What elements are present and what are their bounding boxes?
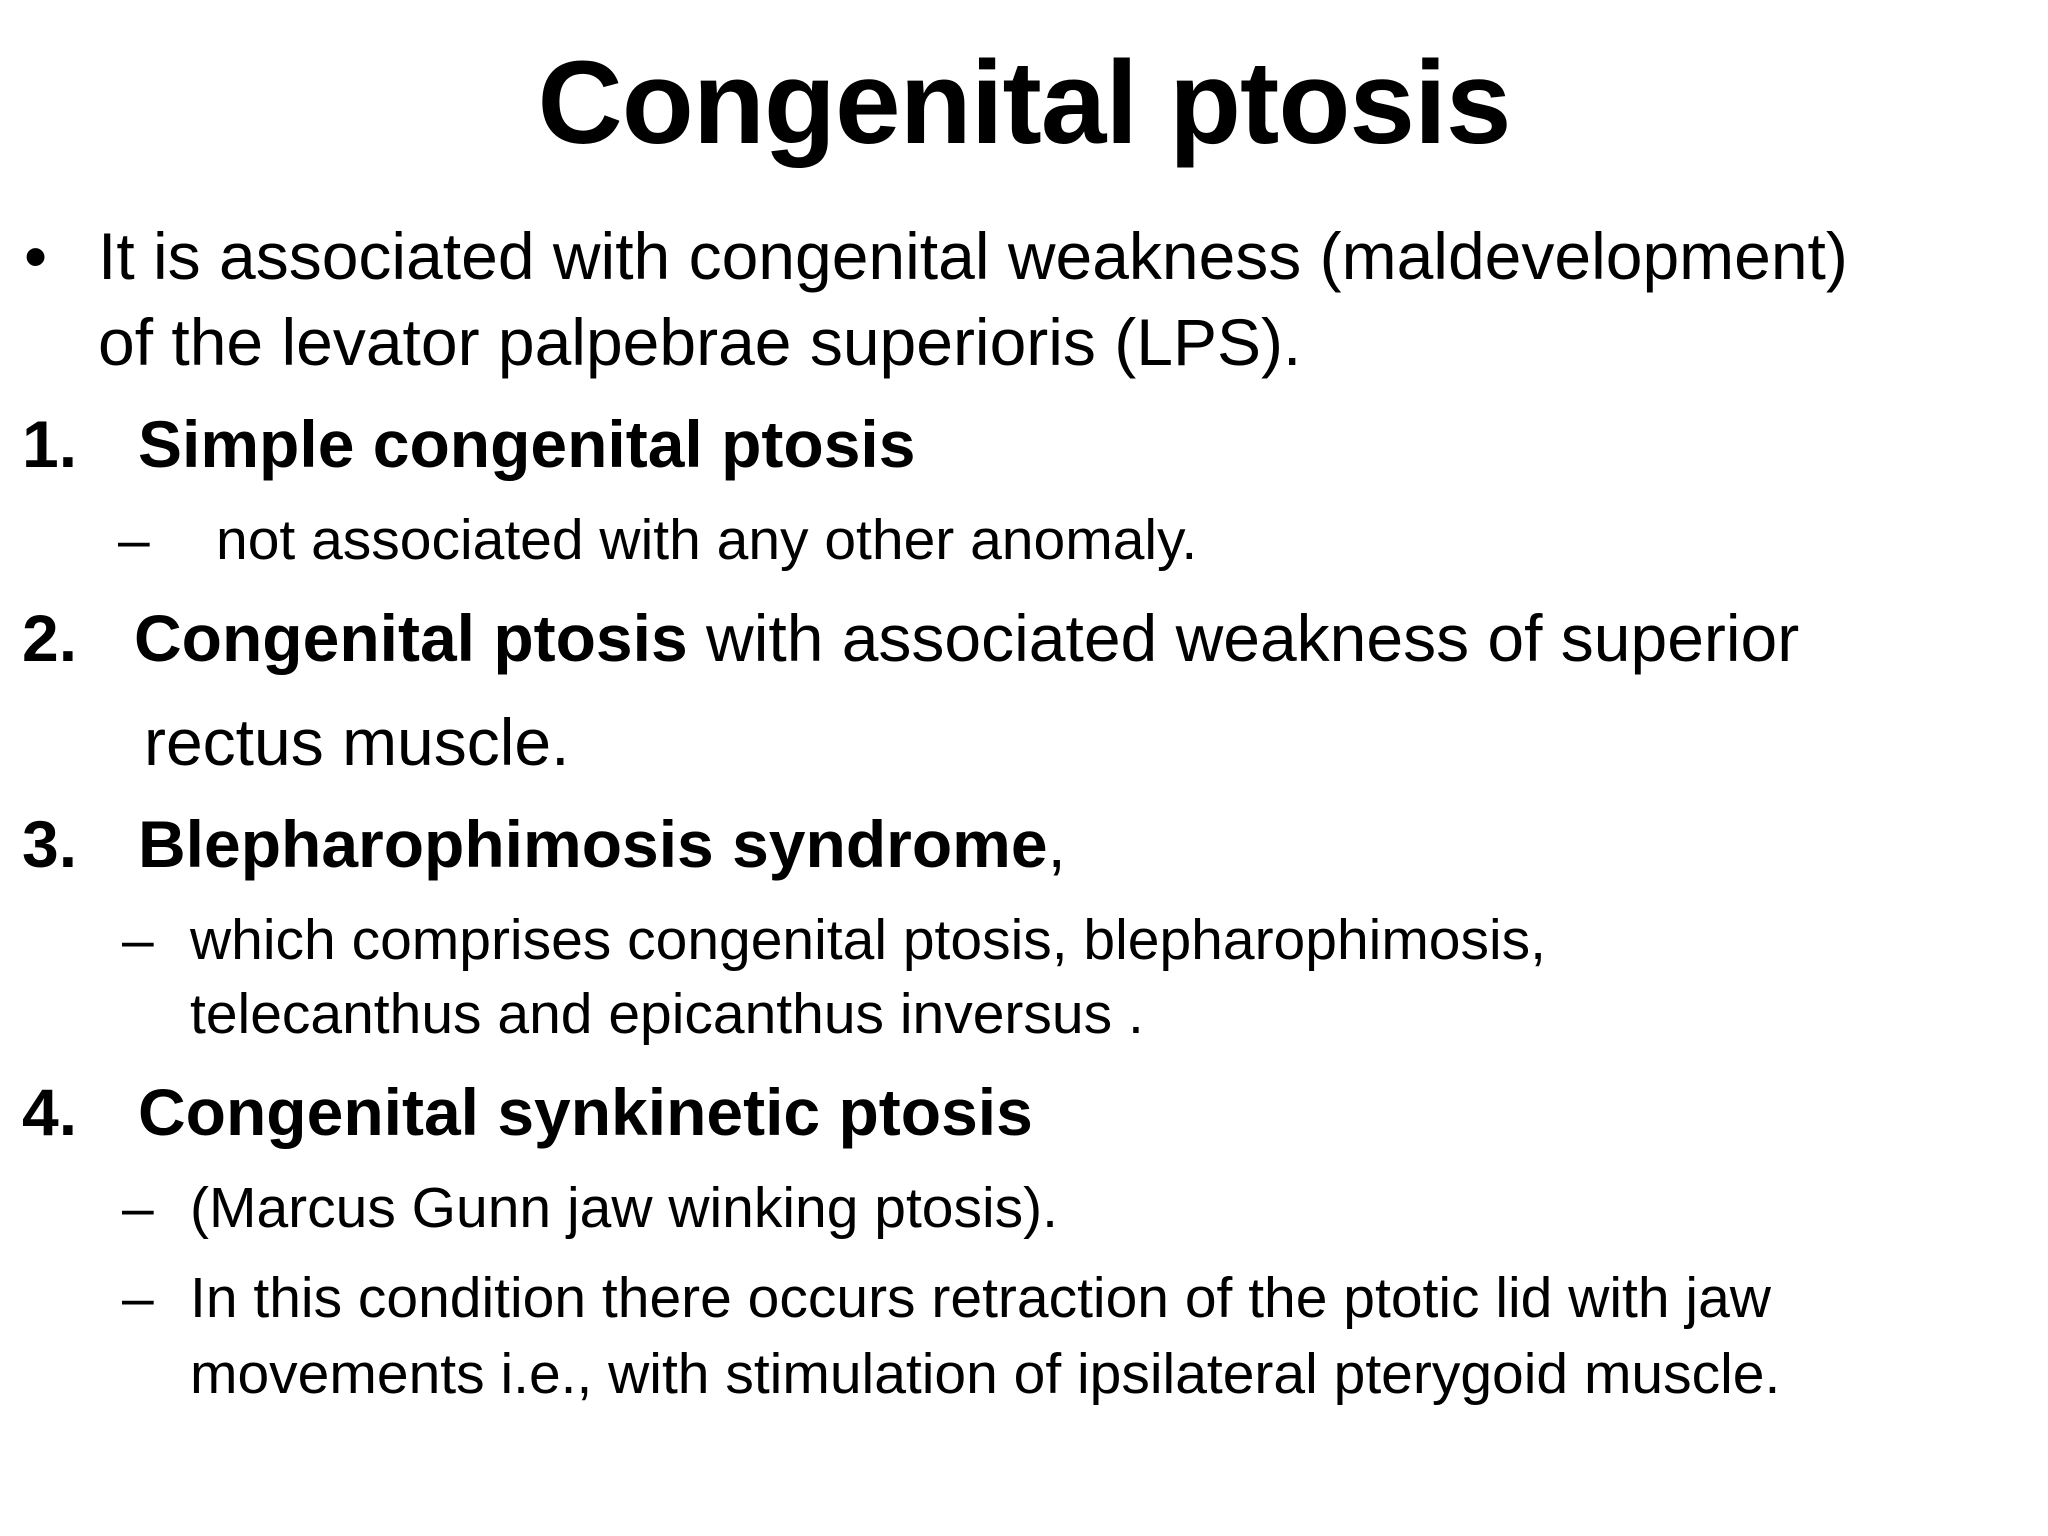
item-3-sub-1-line-2: telecanthus and epicanthus inversus . [190,982,1144,1046]
item-4-heading: Congenital synkinetic ptosis [138,1075,1033,1149]
item-3-number: 3. [22,807,78,881]
item-1-number: 1. [22,407,78,481]
item-3-heading-line: Blepharophimosis syndrome, [138,802,1066,886]
intro-line-1: It is associated with congenital weaknes… [98,219,1848,293]
item-3-heading-rest: , [1047,807,1066,881]
item-2-heading: Congenital ptosis [134,601,688,675]
item-3-sub-1-dash: – [122,908,154,972]
item-4-sub-2-line-2: movements i.e., with stimulation of ipsi… [190,1342,1781,1406]
item-4-sub-2-dash: – [122,1266,154,1330]
item-3-heading: Blepharophimosis syndrome [138,807,1048,881]
item-1-sub-1-line-1: not associated with any other anomaly. [216,508,1198,572]
bullet-dot: • [24,219,48,293]
item-2-heading-rest: with associated weakness of superior [687,601,1800,675]
item-4-number: 4. [22,1075,78,1149]
item-2-number: 2. [22,601,78,675]
item-3-sub-1-line-1: which comprises congenital ptosis, bleph… [190,908,1547,972]
intro-line-2: of the levator palpebrae superioris (LPS… [98,305,1302,379]
slide-title: Congenital ptosis [537,37,1512,169]
item-4-sub-1-line-1: (Marcus Gunn jaw winking ptosis). [190,1176,1058,1240]
item-2-heading-line: Congenital ptosis with associated weakne… [134,596,1799,680]
item-4-sub-2-line-1: In this condition there occurs retractio… [190,1266,1771,1330]
item-4-sub-1-dash: – [122,1176,154,1240]
item-1-sub-1-dash: – [118,508,150,572]
item-2-heading-line-2: rectus muscle. [144,705,570,779]
item-1-heading: Simple congenital ptosis [138,407,916,481]
